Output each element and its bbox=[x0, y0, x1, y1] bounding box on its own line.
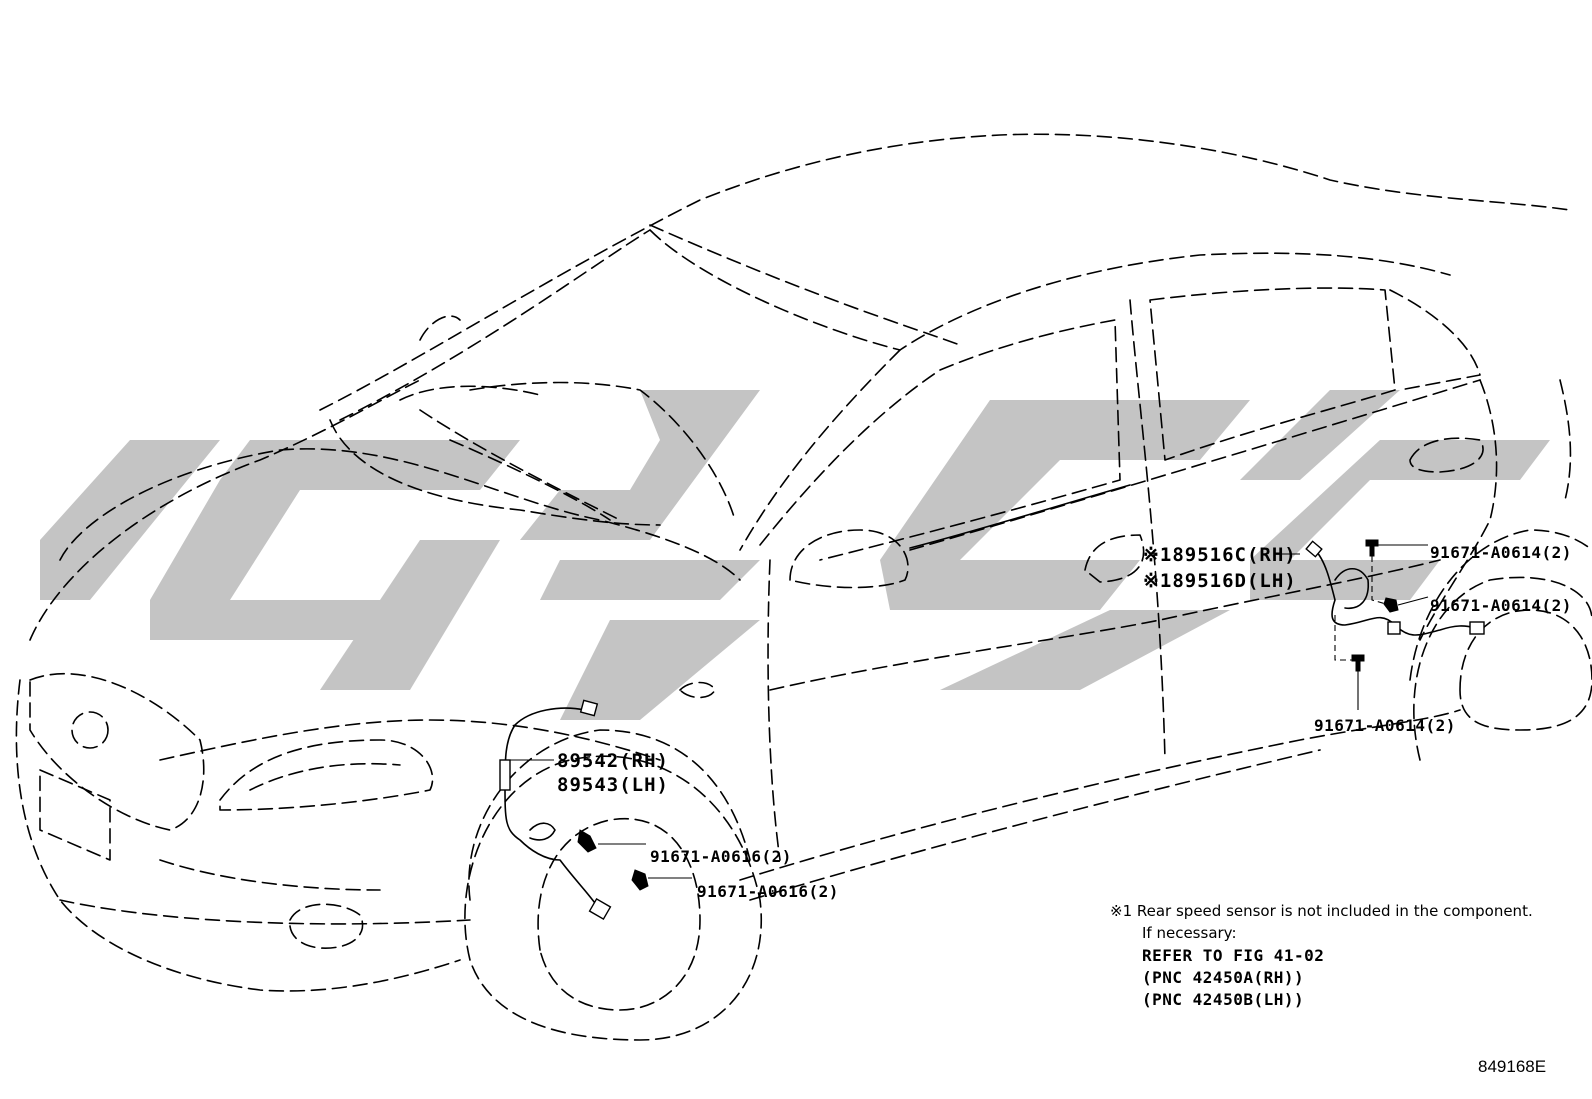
rear-sensor-head bbox=[1469, 621, 1485, 635]
rear-sensor-harness bbox=[1314, 549, 1476, 636]
label-rear-sensor-rh: ※189516C(RH) bbox=[1143, 544, 1297, 566]
fender-arch bbox=[468, 729, 751, 901]
wiper-area bbox=[419, 409, 621, 521]
hood-top bbox=[29, 379, 421, 641]
front-window bbox=[759, 319, 1121, 561]
headlamp bbox=[219, 739, 434, 811]
hood-front bbox=[59, 448, 741, 581]
front-sensor-bracket bbox=[529, 822, 556, 841]
bumper-intake bbox=[159, 859, 381, 891]
rear-speed-sensor bbox=[1282, 539, 1485, 710]
rear-wheel-arch bbox=[1409, 529, 1592, 681]
rocker-panel bbox=[739, 709, 1461, 881]
watermark-stroke-3 bbox=[320, 540, 500, 690]
car-body bbox=[15, 133, 1592, 1041]
windshield-side bbox=[649, 229, 1451, 351]
hood-crease bbox=[329, 419, 661, 526]
watermark-stroke-2 bbox=[150, 440, 520, 640]
headlamp-inner bbox=[249, 762, 401, 791]
bumper-lower bbox=[59, 899, 471, 925]
watermark-stroke-7 bbox=[880, 400, 1250, 610]
rear-sensor-connector bbox=[1305, 540, 1323, 558]
rear-bolt-middle bbox=[1383, 597, 1399, 613]
fuel-lid bbox=[679, 681, 716, 699]
plate-recess bbox=[39, 769, 111, 861]
label-front-sensor-lh: 89543(LH) bbox=[557, 774, 669, 796]
rear-quarter-window bbox=[1389, 289, 1481, 391]
antenna bbox=[419, 315, 461, 341]
side-molding bbox=[909, 484, 1131, 549]
leader-rear-bolt-middle bbox=[1397, 596, 1429, 606]
footnote-line-4: (PNC 42450A(RH)) bbox=[1142, 968, 1305, 987]
mirror-front bbox=[789, 529, 909, 589]
front-wheel-outer bbox=[464, 755, 762, 1041]
rocker-lower bbox=[749, 749, 1321, 901]
label-front-sensor-rh: 89542(RH) bbox=[557, 750, 669, 772]
mirror-rear bbox=[1084, 534, 1145, 583]
fender-front bbox=[159, 719, 661, 761]
label-rear-bolt-middle: 91671-A0614(2) bbox=[1430, 596, 1572, 615]
watermark-stroke-5 bbox=[540, 560, 760, 600]
rear-sensor-clip bbox=[1387, 621, 1401, 635]
windshield-top bbox=[339, 229, 651, 421]
front-sensor-harness bbox=[504, 707, 601, 911]
rear-sensor-loop bbox=[1334, 567, 1370, 609]
front-sensor-grommet bbox=[499, 759, 511, 791]
front-wheel-inner bbox=[537, 817, 701, 1011]
front-sensor-head bbox=[588, 897, 612, 921]
watermark-logo bbox=[40, 390, 1550, 720]
watermark-stroke-1 bbox=[40, 440, 220, 600]
footnote-line-1: ※1 Rear speed sensor is not included in … bbox=[1110, 902, 1533, 920]
rear-window bbox=[1149, 287, 1396, 461]
cowl-left bbox=[399, 385, 541, 401]
roof-line bbox=[319, 133, 1571, 411]
b-pillar bbox=[1129, 299, 1166, 761]
watermark-stroke-8 bbox=[940, 610, 1230, 690]
rear-end bbox=[1559, 379, 1572, 501]
door-bottom bbox=[769, 559, 1441, 691]
label-front-bolt-upper: 91671-A0616(2) bbox=[650, 847, 792, 866]
label-rear-bolt-bottom: 91671-A0614(2) bbox=[1314, 716, 1456, 735]
rear-bolt-dash-link-2 bbox=[1334, 615, 1352, 661]
watermark-stroke-10 bbox=[1250, 440, 1550, 600]
label-rear-sensor-lh: ※189516D(LH) bbox=[1143, 570, 1297, 592]
footnote-line-2: If necessary: bbox=[1142, 924, 1237, 942]
bumper-front bbox=[15, 679, 461, 992]
roof-inner-line bbox=[649, 224, 961, 346]
wiper-blade bbox=[449, 439, 611, 521]
front-door-front-edge bbox=[767, 559, 781, 861]
footnote-line-3: REFER TO FIG 41-02 bbox=[1142, 946, 1325, 965]
watermark-stroke-9 bbox=[1240, 390, 1400, 480]
a-pillar bbox=[739, 349, 901, 551]
front-bolt-lower bbox=[631, 869, 649, 891]
belt-line bbox=[909, 379, 1481, 551]
rear-bolt-bottom bbox=[1351, 654, 1365, 672]
grille-outline bbox=[29, 672, 205, 831]
figure-number: 849168E bbox=[1478, 1057, 1547, 1076]
label-front-bolt-lower: 91671-A0616(2) bbox=[697, 882, 839, 901]
rear-wheel-outer bbox=[1413, 576, 1592, 761]
door-handle-front bbox=[1409, 437, 1484, 473]
rear-body-side bbox=[1419, 379, 1498, 641]
front-speed-sensor bbox=[499, 699, 692, 921]
fog-lamp bbox=[289, 903, 364, 949]
cowl bbox=[469, 381, 736, 521]
rear-bolt-top bbox=[1365, 539, 1379, 557]
watermark-stroke-6 bbox=[560, 620, 760, 720]
footnote-line-5: (PNC 42450B(LH)) bbox=[1142, 990, 1305, 1009]
rear-bolt-dash-link-1 bbox=[1371, 556, 1387, 605]
front-bolt-upper bbox=[577, 829, 597, 853]
front-sensor-connector bbox=[579, 699, 599, 717]
watermark-stroke-4 bbox=[520, 390, 760, 540]
label-rear-bolt-top: 91671-A0614(2) bbox=[1430, 543, 1572, 562]
emblem bbox=[71, 711, 109, 749]
